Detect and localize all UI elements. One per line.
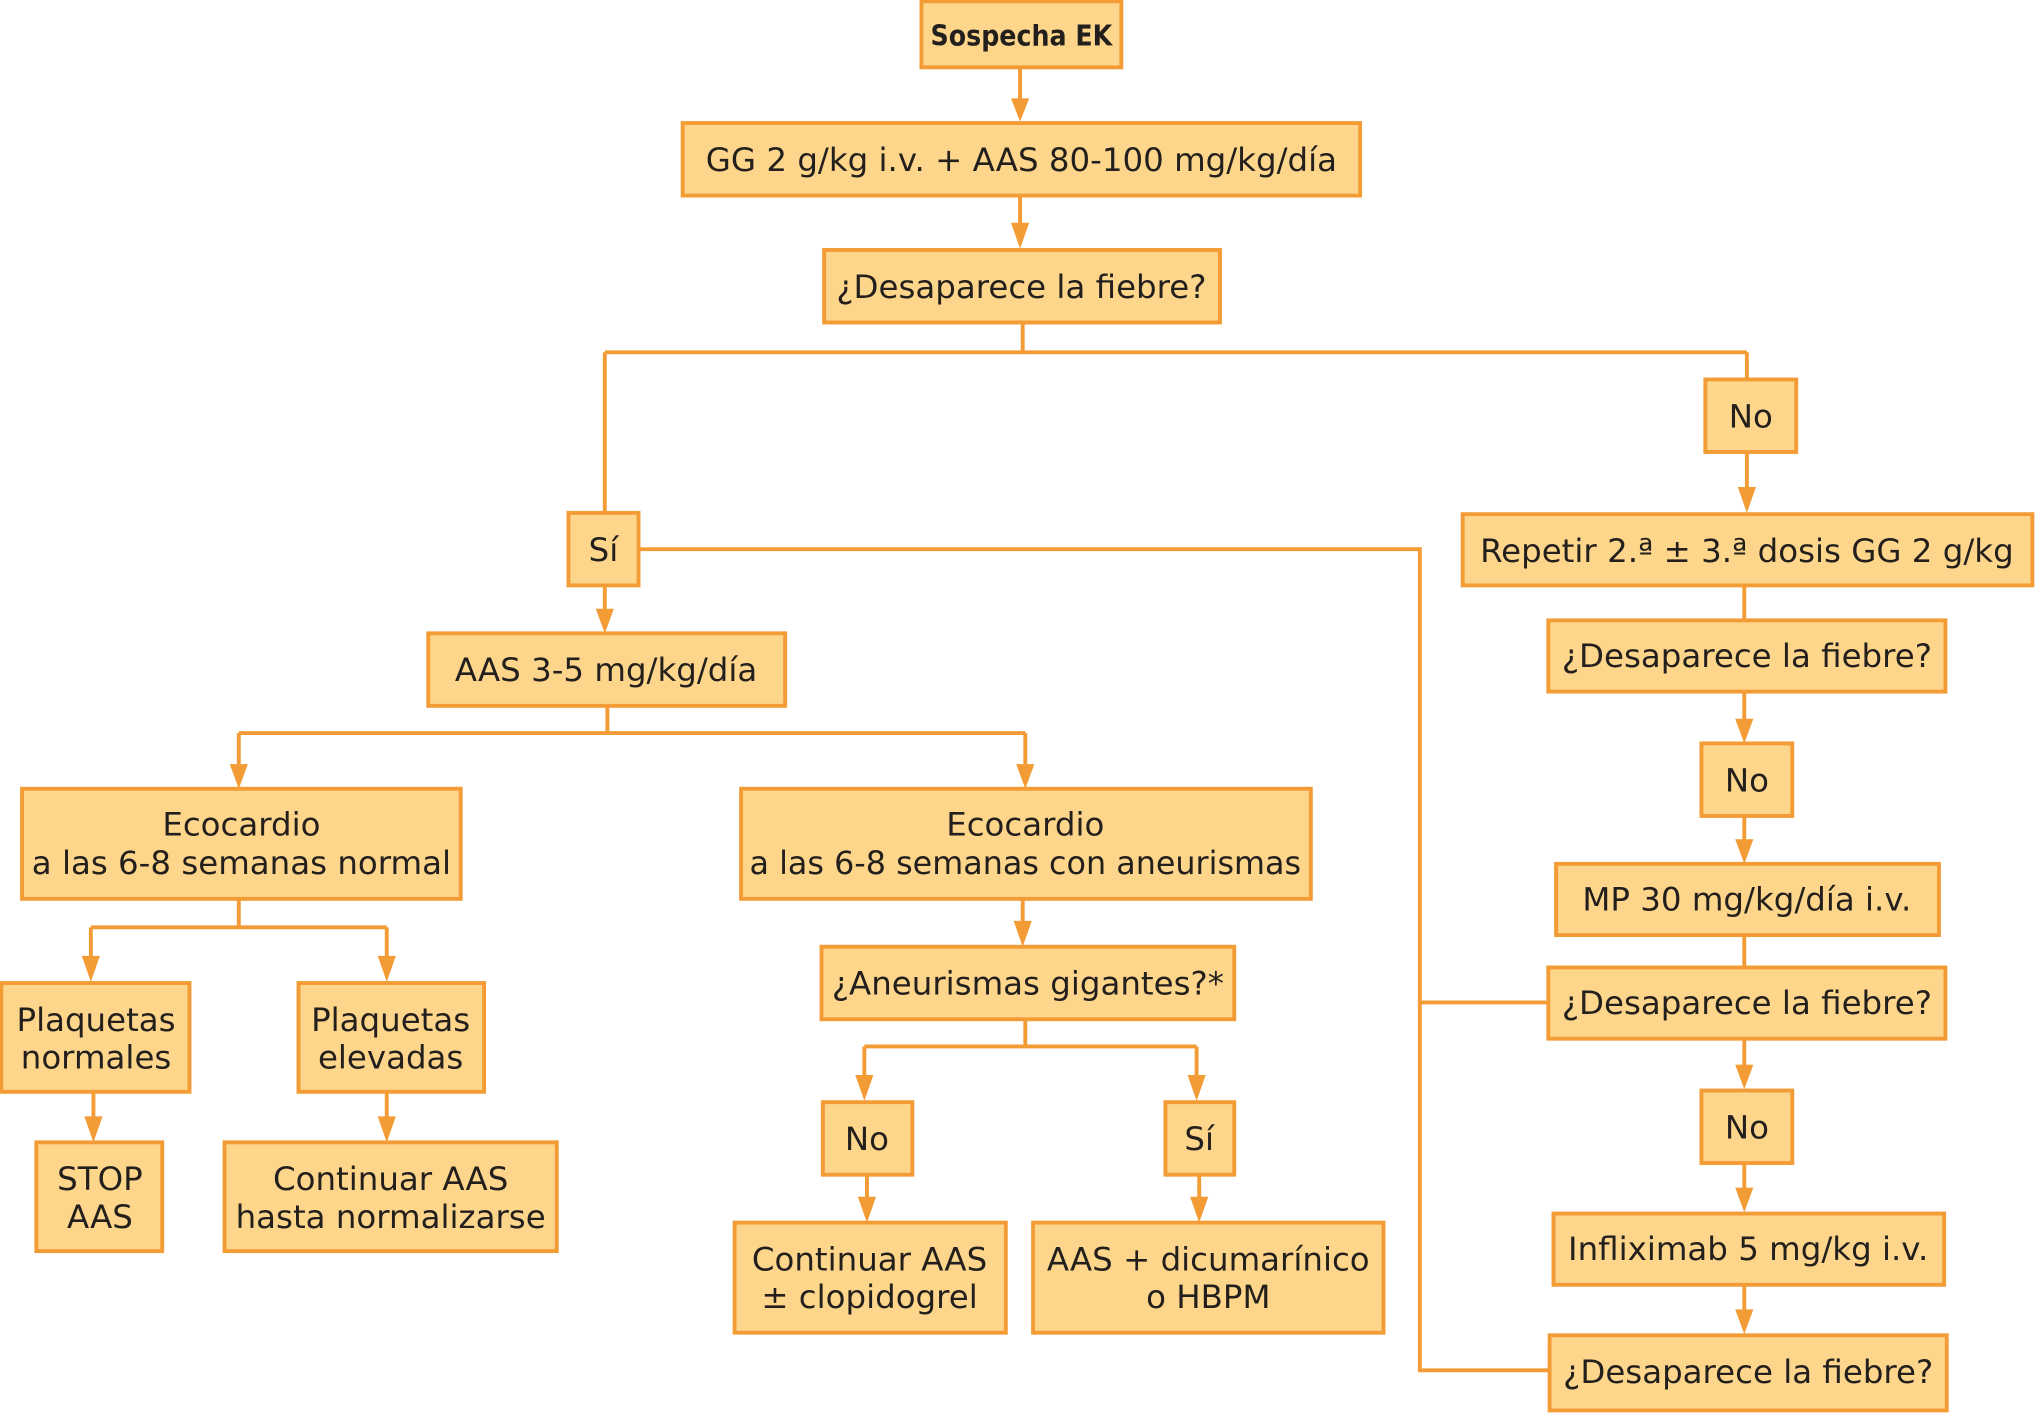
connector <box>638 547 1550 1373</box>
arrowheads <box>81 98 1756 1334</box>
arrowhead-icon <box>595 608 614 634</box>
node-label: elevadas <box>318 1039 463 1077</box>
node-yes-giant: Sí <box>1163 1100 1237 1177</box>
node-no-3: No <box>1699 1088 1795 1165</box>
node-label: Continuar AAS <box>752 1241 987 1279</box>
node-label: Continuar AAS <box>273 1160 508 1198</box>
node-aas-dicumarinic: AAS + dicumarínico o HBPM <box>1031 1220 1386 1335</box>
node-no-2: No <box>1699 741 1795 818</box>
node-label: Infliximab 5 mg/kg i.v. <box>1568 1230 1928 1268</box>
node-label: AAS <box>67 1198 133 1236</box>
node-label: MP 30 mg/kg/día i.v. <box>1582 881 1911 919</box>
node-start: Sospecha EK <box>919 0 1124 70</box>
arrowhead-icon <box>1187 1074 1206 1101</box>
node-label: Sí <box>1184 1120 1215 1158</box>
connector <box>236 705 1028 774</box>
node-mp: MP 30 mg/kg/día i.v. <box>1554 861 1941 938</box>
node-yes-1: Sí <box>566 510 641 588</box>
arrowhead-icon <box>1735 1187 1754 1213</box>
node-echo-normal: Ecocardio a las 6-8 semanas normal <box>20 786 463 901</box>
node-label: ¿Desaparece la fiebre? <box>1563 1353 1933 1391</box>
node-stop-aas: STOP AAS <box>34 1140 165 1254</box>
arrowhead-icon <box>1735 1309 1754 1334</box>
node-no-giant: No <box>820 1100 915 1177</box>
arrowhead-icon <box>1735 718 1754 744</box>
arrowhead-icon <box>1011 98 1030 122</box>
arrowhead-icon <box>377 955 396 982</box>
connector <box>88 898 389 967</box>
arrowhead-icon <box>377 1116 396 1143</box>
node-label: Ecocardio <box>946 805 1104 843</box>
node-no-1: No <box>1703 377 1799 454</box>
node-platelets-normal: Plaquetas normales <box>0 981 192 1094</box>
node-label: No <box>1725 1108 1769 1146</box>
node-label: ¿Aneurismas gigantes?* <box>832 965 1224 1003</box>
node-label: a las 6-8 semanas normal <box>32 844 451 882</box>
node-label: Repetir 2.ª ± 3.ª dosis GG 2 g/kg <box>1480 532 2014 570</box>
arrowhead-icon <box>81 955 100 982</box>
node-continue-aas-clopidogrel: Continuar AAS ± clopidogrel <box>732 1220 1008 1335</box>
node-label: ¿Desaparece la fiebre? <box>1562 637 1932 675</box>
arrowhead-icon <box>855 1074 874 1101</box>
arrowhead-icon <box>1011 222 1030 249</box>
connector <box>602 322 1749 513</box>
arrowhead-icon <box>857 1196 877 1223</box>
node-continue-aas-normalize: Continuar AAS hasta normalizarse <box>222 1140 559 1254</box>
arrowhead-icon <box>84 1116 103 1143</box>
node-label: Sí <box>589 531 620 569</box>
node-label: No <box>845 1120 889 1158</box>
node-platelets-high: Plaquetas elevadas <box>296 981 487 1094</box>
node-label: Plaquetas <box>17 1001 176 1039</box>
arrowhead-icon <box>1735 1064 1754 1090</box>
arrowhead-icon <box>1737 486 1756 513</box>
connector <box>862 1019 1199 1086</box>
node-label: o HBPM <box>1146 1278 1270 1316</box>
arrowhead-icon <box>1013 920 1032 947</box>
node-label: Ecocardio <box>162 805 320 843</box>
node-label: No <box>1729 397 1773 435</box>
node-label: hasta normalizarse <box>236 1198 546 1236</box>
node-repeat-dose: Repetir 2.ª ± 3.ª dosis GG 2 g/kg <box>1460 512 2035 588</box>
node-label: Sospecha EK <box>931 19 1113 52</box>
arrowhead-icon <box>229 764 248 789</box>
node-aas-low-dose: AAS 3-5 mg/kg/día <box>426 631 788 708</box>
node-label: normales <box>21 1039 172 1077</box>
arrowhead-icon <box>1016 764 1035 789</box>
node-giant-aneurysm-question: ¿Aneurismas gigantes?* <box>819 944 1237 1022</box>
node-label: No <box>1725 761 1769 799</box>
node-label: STOP <box>57 1160 143 1198</box>
node-fever-question-4: ¿Desaparece la fiebre? <box>1547 1333 1949 1413</box>
node-label: GG 2 g/kg i.v. + AAS 80-100 mg/kg/día <box>706 141 1337 179</box>
arrowhead-icon <box>1190 1196 1209 1223</box>
node-label: ¿Desaparece la fiebre? <box>1562 984 1932 1022</box>
node-label: AAS + dicumarínico <box>1047 1241 1370 1279</box>
node-label: ¿Desaparece la fiebre? <box>836 268 1206 306</box>
node-label: AAS 3-5 mg/kg/día <box>455 651 757 689</box>
node-fever-question-2: ¿Desaparece la fiebre? <box>1546 618 1948 694</box>
node-fever-question-1: ¿Desaparece la fiebre? <box>822 248 1222 325</box>
arrowhead-icon <box>1735 839 1754 864</box>
node-label: a las 6-8 semanas con aneurismas <box>749 844 1301 882</box>
node-initial-treatment: GG 2 g/kg i.v. + AAS 80-100 mg/kg/día <box>680 121 1363 198</box>
node-label: ± clopidogrel <box>761 1278 977 1316</box>
node-fever-question-3: ¿Desaparece la fiebre? <box>1546 965 1948 1041</box>
node-infliximab: Infliximab 5 mg/kg i.v. <box>1551 1211 1947 1287</box>
node-label: Plaquetas <box>311 1001 470 1039</box>
node-echo-aneurysm: Ecocardio a las 6-8 semanas con aneurism… <box>739 786 1313 901</box>
